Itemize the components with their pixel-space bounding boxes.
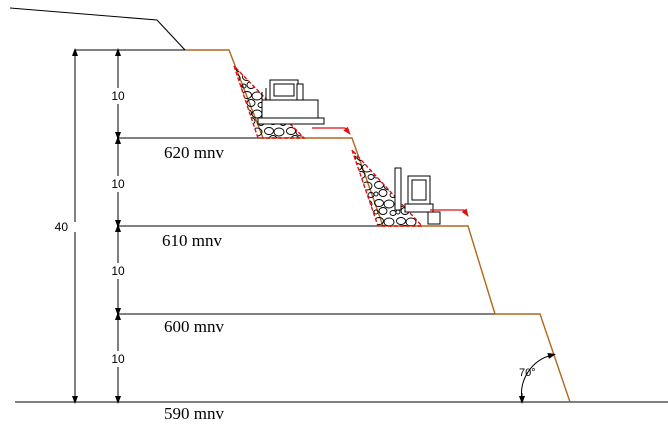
excavator-upper-icon	[257, 79, 325, 125]
slope-angle-label: 70°	[519, 367, 536, 379]
level-label-620: 620 mnv	[164, 143, 224, 162]
total-height-label: 40	[55, 220, 69, 234]
excavator-lower-icon	[394, 167, 441, 225]
level-label-600: 600 mnv	[164, 317, 224, 336]
haul-arrow-upper	[312, 126, 351, 135]
bench-height-label-1: 10	[111, 89, 125, 103]
slope-angle-arc	[519, 353, 556, 404]
bench-height-label-3: 10	[111, 264, 125, 278]
haul-direction-arrows	[312, 126, 469, 217]
bench-height-label-4: 10	[111, 352, 125, 366]
natural-surface-line	[9, 7, 186, 51]
level-label-590: 590 mnv	[164, 404, 224, 423]
bench-height-label-2: 10	[111, 177, 125, 191]
level-label-610: 610 mnv	[162, 231, 222, 250]
ground-lines	[9, 7, 668, 403]
haul-arrow-lower	[430, 208, 469, 217]
